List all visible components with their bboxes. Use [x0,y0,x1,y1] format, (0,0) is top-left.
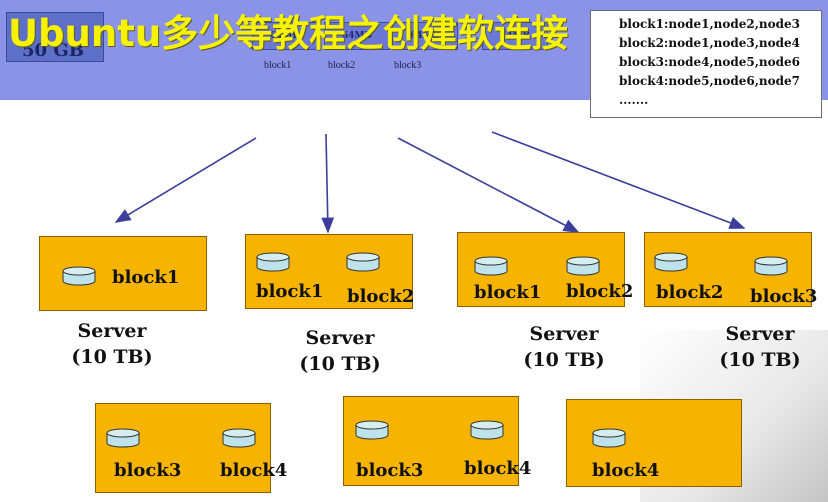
server-1-label-name: Server [77,320,147,342]
mapping-line-3: block3:node4,node5,node6 [619,55,801,69]
disk-icon [470,420,504,440]
disk-icon [62,266,96,286]
server-1-bottom-box [95,403,271,493]
server-3-label: Server (10 TB) [508,321,620,373]
file-box [6,12,104,62]
server-2-block-3-label: block3 [356,460,424,481]
mapping-list: block1:node1,node2,node3 block2:node1,no… [590,10,822,118]
arrow-to-server-2 [321,133,335,234]
server-2-block-2-label: block2 [347,286,415,307]
server-2-label-capacity: (10 TB) [299,353,381,375]
server-4-label: Server (10 TB) [704,321,816,373]
split-block-4: 64MB [482,22,548,50]
split-block-2: 64MB [324,22,390,50]
arrow-to-server-4 [491,131,746,229]
disk-icon [256,252,290,272]
server-1-block-1-label: block1 [112,267,180,288]
server-3-block-1-label: block1 [474,282,542,303]
split-dots: ...... [464,28,487,42]
disk-icon [592,428,626,448]
disk-icon [566,256,600,276]
server-2-bottom-box [343,396,519,486]
split-block-3: 64MB [392,22,458,50]
disk-icon [355,420,389,440]
disk-icon [346,252,380,272]
server-2-block-4-label: block4 [464,458,532,479]
split-block-2-label: block2 [328,60,356,71]
split-block-1-label: block1 [264,60,292,71]
server-1-block-3-label: block3 [114,460,182,481]
disk-icon [474,256,508,276]
server-3-block-4-label: block4 [592,460,660,481]
server-3-label-capacity: (10 TB) [523,349,605,371]
server-3-block-2-label: block2 [566,281,634,302]
disk-icon [222,428,256,448]
arrow-to-server-1 [114,137,257,223]
split-block-1: 64MB [252,22,318,50]
mapping-line-2: block2:node1,node3,node4 [619,36,801,50]
server-4-block-2-label: block3 [750,286,818,307]
split-block-3-label: block3 [394,60,422,71]
server-4-label-name: Server [725,323,795,345]
server-2-label: Server (10 TB) [284,325,396,377]
server-2-box [245,234,413,309]
server-1-label: Server (10 TB) [56,318,168,370]
mapping-line-4: block4:node5,node6,node7 [619,74,801,88]
disk-icon [654,252,688,272]
server-4-block-1-label: block2 [656,282,724,303]
server-2-block-1-label: block1 [256,281,324,302]
mapping-line-1: block1:node1,node2,node3 [619,17,801,31]
file-size-label: 50 GB [22,40,84,61]
disk-icon [754,256,788,276]
server-4-label-capacity: (10 TB) [719,349,801,371]
page-title: Ubuntu多少等教程之创建软连接 [8,12,569,55]
arrow-to-server-3 [397,137,580,233]
disk-icon [106,428,140,448]
server-3-label-name: Server [529,323,599,345]
server-2-label-name: Server [305,327,375,349]
mapping-line-5: ....... [619,93,649,107]
server-1-label-capacity: (10 TB) [71,346,153,368]
server-1-block-4-label: block4 [220,460,288,481]
